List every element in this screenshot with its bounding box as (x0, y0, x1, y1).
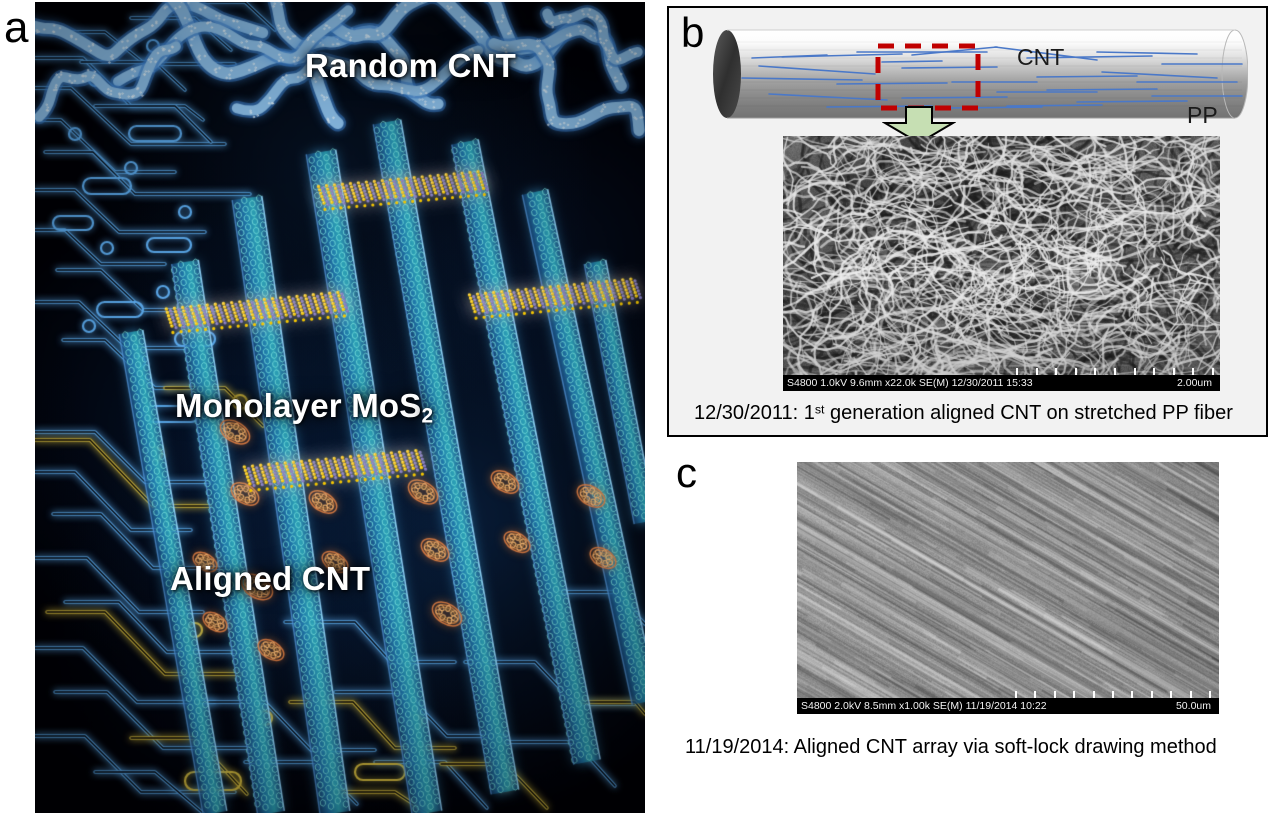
sem-image-panel-b: S4800 1.0kV 9.6mm x22.0k SE(M) 12/30/201… (783, 136, 1220, 391)
sem-b-infobar: S4800 1.0kV 9.6mm x22.0k SE(M) 12/30/201… (783, 375, 1220, 391)
sem-b-scalebar-ticks (1016, 367, 1214, 375)
scalebar-tick (1036, 368, 1038, 375)
sem-c-scale-label: 50.0um (1176, 698, 1215, 714)
caption-b-rest: generation aligned CNT on stretched PP f… (825, 402, 1233, 424)
label-monolayer-mos2-main: Monolayer MoS (175, 387, 421, 424)
scalebar-tick (1170, 691, 1172, 698)
sem-c-scalebar-ticks (1015, 690, 1211, 698)
scalebar-tick (1209, 691, 1211, 698)
label-aligned-cnt: Aligned CNT (170, 560, 370, 598)
scalebar-tick (1151, 691, 1153, 698)
scalebar-tick (1055, 368, 1057, 375)
sem-b-canvas (783, 136, 1220, 391)
scalebar-tick (1075, 368, 1077, 375)
fiber-svg (697, 22, 1248, 122)
sem-c-info-text: S4800 2.0kV 8.5mm x1.00k SE(M) 11/19/201… (801, 698, 1047, 714)
label-monolayer-mos2: Monolayer MoS2 (175, 387, 433, 428)
caption-b-superscript: st (815, 402, 825, 416)
pp-fiber-schematic: CNT PP (697, 22, 1248, 122)
scalebar-tick (1054, 691, 1056, 698)
scalebar-tick (1212, 368, 1214, 375)
scalebar-tick (1192, 368, 1194, 375)
label-cnt-schematic: CNT (1017, 44, 1064, 71)
sem-b-scale-label: 2.00um (1177, 375, 1216, 391)
scalebar-tick (1112, 691, 1114, 698)
scalebar-tick (1093, 691, 1095, 698)
panel-letter-c: c (676, 452, 697, 494)
label-random-cnt: Random CNT (305, 47, 516, 85)
caption-panel-b: 12/30/2011: 1st generation aligned CNT o… (694, 402, 1233, 425)
sem-c-canvas (797, 462, 1219, 714)
scalebar-tick (1190, 691, 1192, 698)
scalebar-tick (1173, 368, 1175, 375)
panel-a-artistic-render: Random CNT Monolayer MoS2 Aligned CNT (35, 2, 645, 813)
panel-letter-a: a (4, 6, 28, 50)
label-monolayer-mos2-subscript: 2 (421, 404, 433, 427)
scalebar-tick (1134, 368, 1136, 375)
scalebar-tick (1153, 368, 1155, 375)
caption-b-date: 12/30/2011: 1 (694, 402, 815, 424)
sem-image-panel-c: S4800 2.0kV 8.5mm x1.00k SE(M) 11/19/201… (797, 462, 1219, 714)
sem-b-info-text: S4800 1.0kV 9.6mm x22.0k SE(M) 12/30/201… (787, 375, 1033, 391)
label-pp-schematic: PP (1187, 102, 1218, 129)
scalebar-tick (1114, 368, 1116, 375)
scalebar-tick (1034, 691, 1036, 698)
scalebar-tick (1131, 691, 1133, 698)
sem-c-infobar: S4800 2.0kV 8.5mm x1.00k SE(M) 11/19/201… (797, 698, 1219, 714)
caption-panel-c: 11/19/2014: Aligned CNT array via soft-l… (685, 736, 1217, 759)
scalebar-tick (1073, 691, 1075, 698)
scalebar-tick (1015, 691, 1017, 698)
scalebar-tick (1016, 368, 1018, 375)
scalebar-tick (1094, 368, 1096, 375)
